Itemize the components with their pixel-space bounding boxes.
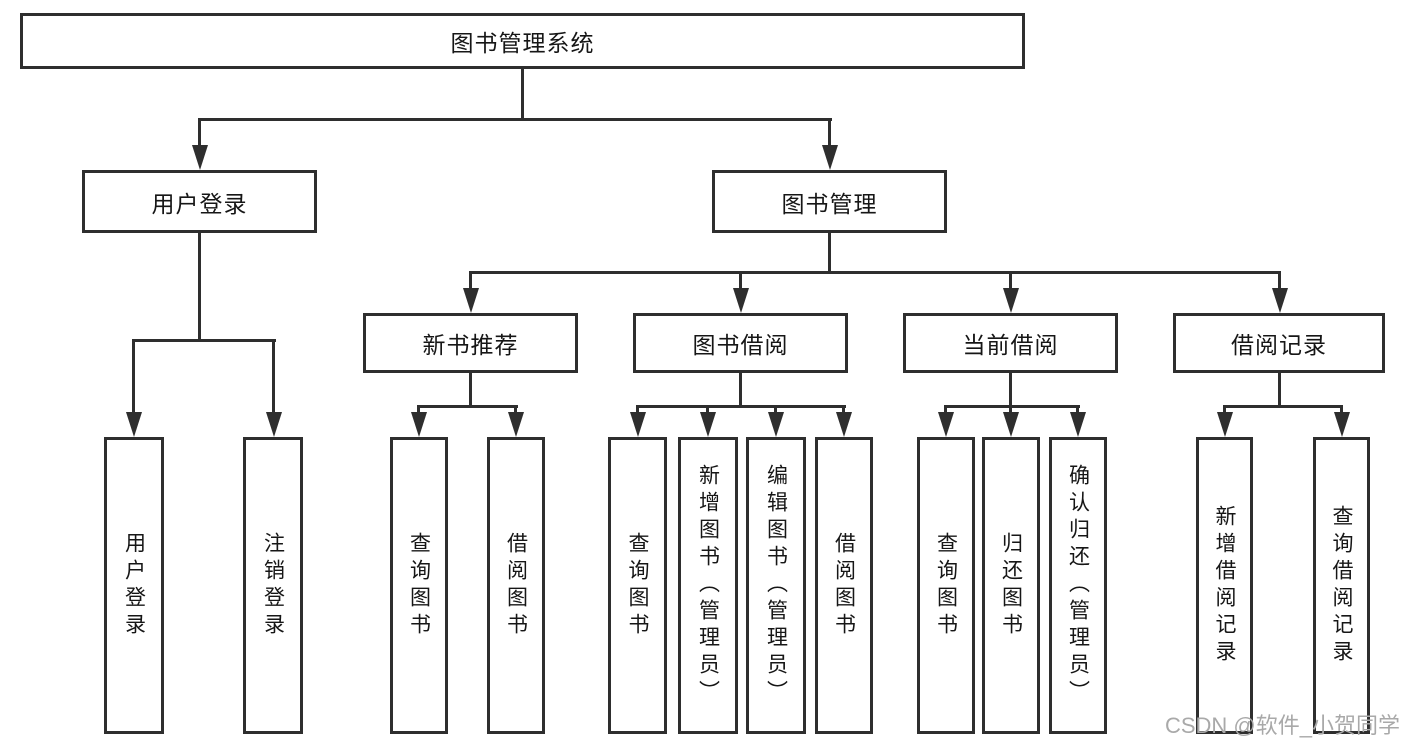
connector-current-borrow-stub: [1009, 373, 1012, 408]
arrowhead-to-leaf-borrow-books-2: [835, 405, 852, 437]
connector-book-borrow-rail: [636, 405, 846, 408]
arrowhead-to-leaf-edit-book: [767, 405, 784, 437]
node-book-borrow: 图书借阅: [633, 313, 848, 373]
leaf-edit-book-admin: 编辑图书（管理员）: [746, 437, 806, 734]
arrowhead-to-leaf-query-books-1: [410, 405, 427, 437]
leaf-query-books-1: 查询图书: [390, 437, 448, 734]
arrowhead-to-borrow-record: [1271, 271, 1288, 313]
watermark-csdn: CSDN @软件_小贺同学: [1164, 713, 1400, 738]
node-user-login-label: 用户登录: [151, 190, 248, 217]
arrowhead-to-book-management: [821, 118, 838, 170]
connector-book-borrow-stub: [739, 373, 742, 408]
node-new-book-recommend-label: 新书推荐: [422, 332, 519, 358]
node-new-book-recommend: 新书推荐: [363, 313, 578, 373]
arrowhead-to-leaf-add-borrow-record: [1216, 405, 1233, 437]
connector-current-borrow-rail: [944, 405, 1080, 408]
arrowhead-to-leaf-query-books-3: [937, 405, 954, 437]
arrowhead-to-leaf-query-books-2: [629, 405, 646, 437]
leaf-query-books-2: 查询图书: [608, 437, 667, 734]
node-book-management: 图书管理: [712, 170, 947, 233]
arrowhead-to-leaf-add-book: [699, 405, 716, 437]
connector-new-book-stub: [469, 373, 472, 408]
arrowhead-to-book-borrow: [732, 271, 749, 313]
arrowhead-to-current-borrow: [1002, 271, 1019, 313]
node-library-system-label: 图书管理系统: [450, 30, 595, 56]
leaf-confirm-return-admin: 确认归还（管理员）: [1049, 437, 1107, 734]
leaf-add-borrow-record-label: 新增借阅记录: [1213, 504, 1237, 667]
leaf-edit-book-admin-label: 编辑图书（管理员）: [764, 464, 788, 707]
leaf-return-book-label: 归还图书: [999, 531, 1023, 640]
leaf-query-books-2-label: 查询图书: [626, 531, 650, 640]
node-borrow-record-label: 借阅记录: [1231, 332, 1327, 358]
node-library-system: 图书管理系统: [20, 13, 1025, 69]
leaf-logout-label: 注销登录: [261, 531, 285, 640]
connector-level2-rail: [198, 118, 832, 121]
connector-user-login-stub: [198, 233, 201, 341]
leaf-logout: 注销登录: [243, 437, 303, 734]
connector-user-login-rail: [132, 339, 276, 342]
arrowhead-to-leaf-return-book: [1002, 405, 1019, 437]
arrowhead-to-leaf-confirm-return: [1069, 405, 1086, 437]
leaf-add-borrow-record: 新增借阅记录: [1196, 437, 1253, 734]
leaf-query-books-3-label: 查询图书: [934, 531, 958, 640]
leaf-add-book-admin-label: 新增图书（管理员）: [696, 464, 720, 707]
leaf-query-borrow-record-label: 查询借阅记录: [1330, 504, 1354, 667]
connector-book-management-stub: [828, 233, 831, 273]
leaf-confirm-return-admin-label: 确认归还（管理员）: [1066, 464, 1090, 707]
leaf-add-book-admin: 新增图书（管理员）: [678, 437, 738, 734]
leaf-query-books-3: 查询图书: [917, 437, 975, 734]
node-borrow-record: 借阅记录: [1173, 313, 1385, 373]
arrowhead-to-leaf-borrow-books-1: [507, 405, 524, 437]
leaf-borrow-books-1: 借阅图书: [487, 437, 545, 734]
arrowhead-to-new-book-recommend: [462, 271, 479, 313]
node-current-borrow-label: 当前借阅: [962, 332, 1059, 358]
leaf-return-book: 归还图书: [982, 437, 1040, 734]
connector-borrow-record-rail: [1223, 405, 1343, 408]
connector-new-book-rail: [417, 405, 518, 408]
node-book-management-label: 图书管理: [781, 190, 878, 217]
arrowhead-to-user-login: [191, 118, 208, 170]
leaf-query-borrow-record: 查询借阅记录: [1313, 437, 1370, 734]
arrowhead-to-leaf-query-borrow-record: [1333, 405, 1350, 437]
leaf-user-login-label: 用户登录: [122, 531, 146, 640]
connector-level3-rail: [469, 271, 1281, 274]
connector-root-stub: [521, 69, 524, 121]
node-current-borrow: 当前借阅: [903, 313, 1118, 373]
leaf-query-books-1-label: 查询图书: [407, 531, 431, 640]
leaf-user-login: 用户登录: [104, 437, 164, 734]
leaf-borrow-books-2: 借阅图书: [815, 437, 873, 734]
arrowhead-to-leaf-logout: [265, 339, 282, 437]
node-book-borrow-label: 图书借阅: [692, 332, 789, 358]
node-user-login: 用户登录: [82, 170, 317, 233]
connector-borrow-record-stub: [1278, 373, 1281, 408]
leaf-borrow-books-2-label: 借阅图书: [832, 531, 856, 640]
arrowhead-to-leaf-user-login: [125, 339, 142, 437]
leaf-borrow-books-1-label: 借阅图书: [504, 531, 528, 640]
